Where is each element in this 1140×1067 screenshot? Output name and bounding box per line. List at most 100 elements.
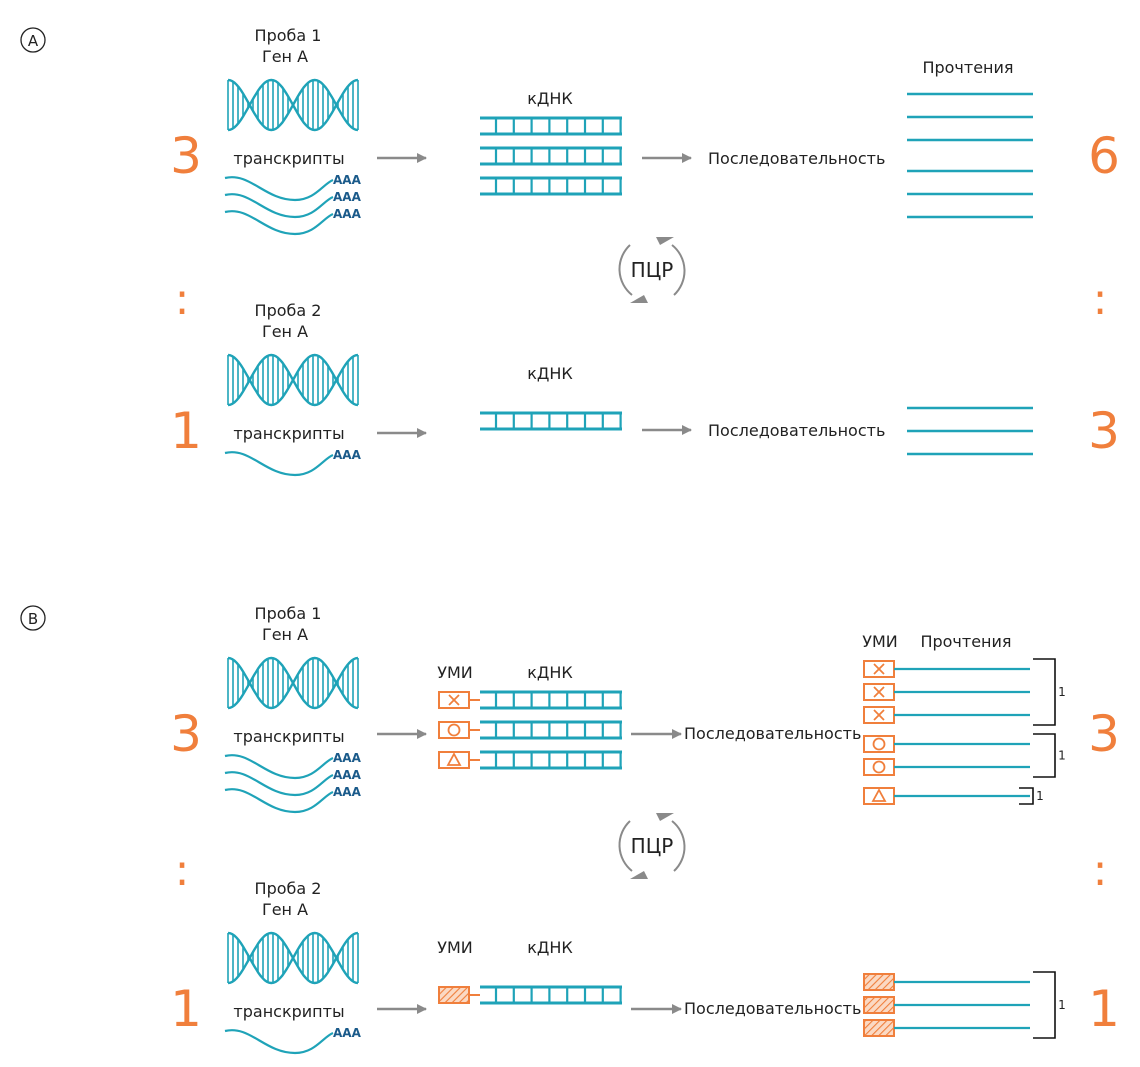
unique-count-label: 1: [1058, 998, 1066, 1012]
cdna-label: кДНК: [527, 938, 573, 957]
pcr-cycle-icon: ПЦР: [618, 237, 686, 303]
transcript-line: [224, 1029, 334, 1055]
transcript-line: [224, 451, 334, 477]
section-badge: [20, 27, 46, 53]
section-badge: [20, 605, 46, 631]
count-left: 1: [170, 402, 202, 460]
umi-hatch-icon: [863, 996, 895, 1014]
group-bracket: [1033, 971, 1056, 1039]
count-right: 6: [1088, 127, 1120, 185]
umi-hatch-icon: [863, 973, 895, 991]
pcr-arc: [671, 820, 686, 872]
umi-label: УМИ: [437, 663, 473, 682]
gene-label: Ген А: [262, 625, 308, 644]
sequencing-label: Последовательность: [684, 999, 861, 1018]
circle-icon: [872, 737, 886, 751]
pcr-arc: [618, 244, 633, 296]
umi-cross-icon: [438, 691, 470, 709]
cdna-label: кДНК: [527, 364, 573, 383]
cdna-ladder: [480, 146, 622, 166]
triangle-icon: [446, 752, 462, 766]
ratio-colon-left: :: [175, 274, 190, 325]
polya-tail-label: AAA: [333, 173, 362, 187]
sequencing-label: Последовательность: [708, 421, 885, 440]
count-left: 1: [170, 980, 202, 1038]
circle-icon: [447, 723, 461, 737]
umi-label: УМИ: [437, 938, 473, 957]
group-bracket: [1033, 733, 1056, 778]
umi-header: УМИ: [862, 632, 898, 651]
dna-helix-icon: [227, 353, 359, 407]
sequencing-label: Последовательность: [708, 149, 885, 168]
umi-cross-icon: [863, 706, 895, 724]
pcr-arrowhead-icon: [630, 871, 648, 879]
reads-header: Прочтения: [920, 632, 1011, 651]
umi-triangle-icon: [438, 751, 470, 769]
transcript-line: [224, 771, 334, 797]
umi-cross-icon: [863, 660, 895, 678]
ratio-colon-right: :: [1093, 274, 1108, 325]
umi-circle-icon: [863, 735, 895, 753]
sample-label: Проба 2: [255, 301, 322, 320]
reads-header: Прочтения: [922, 58, 1013, 77]
gene-label: Ген А: [262, 47, 308, 66]
umi-hatch-icon: [438, 986, 470, 1004]
sample-label: Проба 2: [255, 879, 322, 898]
transcripts-label: транскрипты: [233, 149, 344, 168]
pcr-arrowhead-icon: [656, 813, 674, 821]
cdna-ladder: [480, 750, 622, 770]
count-left: 3: [170, 705, 202, 763]
cdna-ladder: [480, 176, 622, 196]
transcript-line: [224, 754, 334, 780]
pcr-arc: [671, 244, 686, 296]
ratio-colon-left: :: [175, 845, 190, 896]
cdna-ladder: [480, 411, 622, 431]
dna-strand: [227, 656, 359, 710]
cross-icon: [873, 686, 885, 698]
pcr-arrowhead-icon: [630, 295, 648, 303]
umi-hatch-icon: [863, 1019, 895, 1037]
pcr-cycle-icon: ПЦР: [618, 813, 686, 879]
polya-tail-label: AAA: [333, 448, 362, 462]
umi-box: [863, 973, 895, 991]
sample-label: Проба 1: [255, 604, 322, 623]
pcr-label: ПЦР: [631, 258, 674, 282]
transcript-line: [224, 193, 334, 219]
transcript-line: [224, 210, 334, 236]
transcripts-label: транскрипты: [233, 1002, 344, 1021]
polya-tail-label: AAA: [333, 207, 362, 221]
unique-count-label: 1: [1058, 749, 1066, 763]
count-right: 3: [1088, 402, 1120, 460]
sequencing-label: Последовательность: [684, 724, 861, 743]
umi-circle-icon: [438, 721, 470, 739]
count-right: 1: [1088, 980, 1120, 1038]
count-right: 3: [1088, 705, 1120, 763]
group-bracket: [1033, 658, 1056, 726]
cdna-ladder: [480, 116, 622, 136]
cdna-label: кДНК: [527, 663, 573, 682]
cdna-ladder: [480, 985, 622, 1005]
count-left: 3: [170, 127, 202, 185]
unique-count-label: 1: [1058, 685, 1066, 699]
sample-label: Проба 1: [255, 26, 322, 45]
cdna-ladder: [480, 720, 622, 740]
cdna-label: кДНК: [527, 89, 573, 108]
polya-tail-label: AAA: [333, 1026, 362, 1040]
unique-count-label: 1: [1036, 789, 1044, 803]
transcripts-label: транскрипты: [233, 424, 344, 443]
gene-label: Ген А: [262, 322, 308, 341]
polya-tail-label: AAA: [333, 785, 362, 799]
dna-strand: [227, 931, 359, 985]
polya-tail-label: AAA: [333, 768, 362, 782]
triangle-icon: [871, 788, 887, 802]
transcript-line: [224, 788, 334, 814]
dna-strand: [227, 78, 359, 132]
umi-box: [863, 1019, 895, 1037]
polya-tail-label: AAA: [333, 190, 362, 204]
